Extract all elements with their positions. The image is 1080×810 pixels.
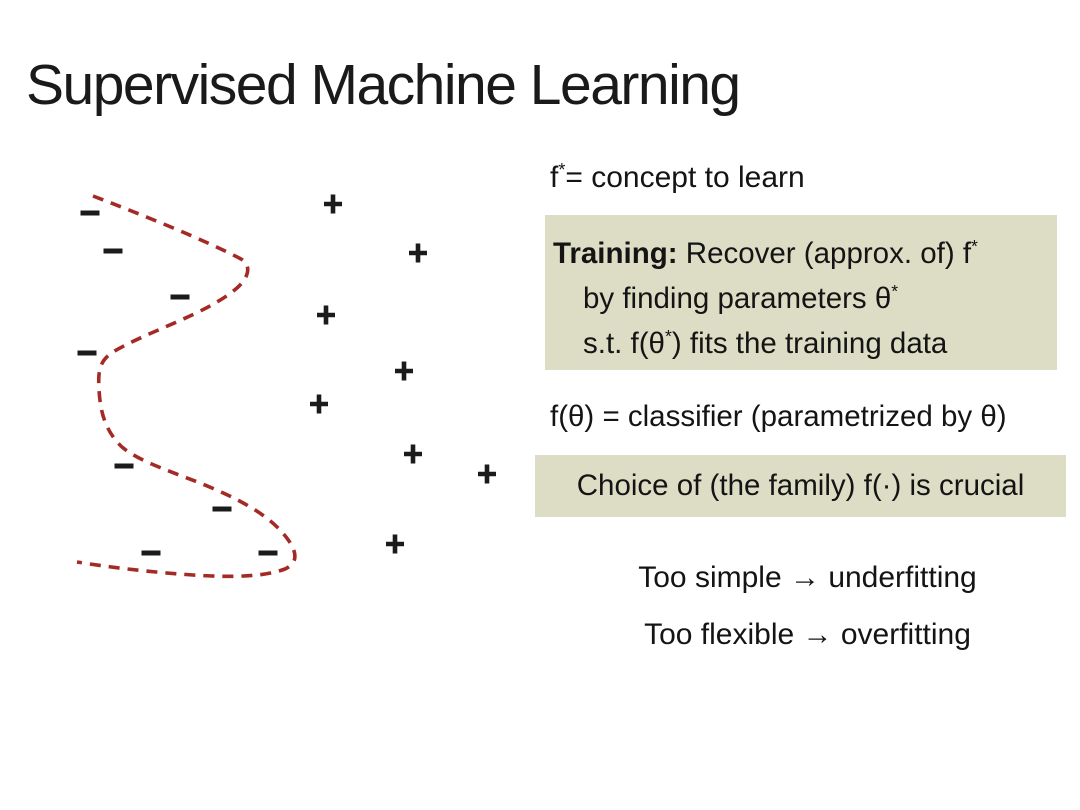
underfitting-line: Too simple → underfitting xyxy=(638,561,977,594)
concept-rest: = concept to learn xyxy=(565,161,805,194)
plus-mark xyxy=(404,444,422,464)
concept-star: * xyxy=(558,160,566,180)
negative-examples-group xyxy=(77,210,278,556)
overfitting-line: Too flexible → overfitting xyxy=(644,618,971,651)
training-highlight-box: Training: Recover (approx. of) f* by fin… xyxy=(545,215,1057,370)
training-line-2-text: by finding parameters θ xyxy=(583,282,892,315)
positive-examples-group xyxy=(310,194,496,554)
training-line-1-text: Recover (approx. of) f xyxy=(677,237,972,270)
training-line-2-star: * xyxy=(891,281,899,302)
classifier-definition-line: f(θ) = classifier (parametrized by θ) xyxy=(550,400,1007,433)
training-label: Training: xyxy=(553,237,678,270)
concept-f: f xyxy=(550,161,559,194)
concept-to-learn-line: f*= concept to learn xyxy=(550,160,805,194)
plus-mark xyxy=(310,394,328,414)
training-line-3-post: ) fits the training data xyxy=(671,327,948,360)
plus-mark xyxy=(409,243,427,263)
training-line-1: Training: Recover (approx. of) f* xyxy=(553,231,1057,276)
decision-boundary-dashed-curve xyxy=(76,194,297,579)
slide-title: Supervised Machine Learning xyxy=(26,53,741,117)
plus-mark xyxy=(395,361,413,381)
plus-mark xyxy=(317,305,335,325)
plus-mark xyxy=(386,534,404,554)
choice-highlight-box: Choice of (the family) f(·) is crucial xyxy=(535,455,1066,517)
training-line-3-pre: s.t. f(θ xyxy=(583,327,665,360)
training-line-3: s.t. f(θ*) fits the training data xyxy=(553,321,1057,366)
plus-mark xyxy=(324,194,342,214)
training-line-3-star: * xyxy=(664,326,672,347)
training-line-2: by finding parameters θ* xyxy=(553,276,1057,321)
training-line-1-star: * xyxy=(971,236,978,257)
plus-mark xyxy=(478,464,496,484)
